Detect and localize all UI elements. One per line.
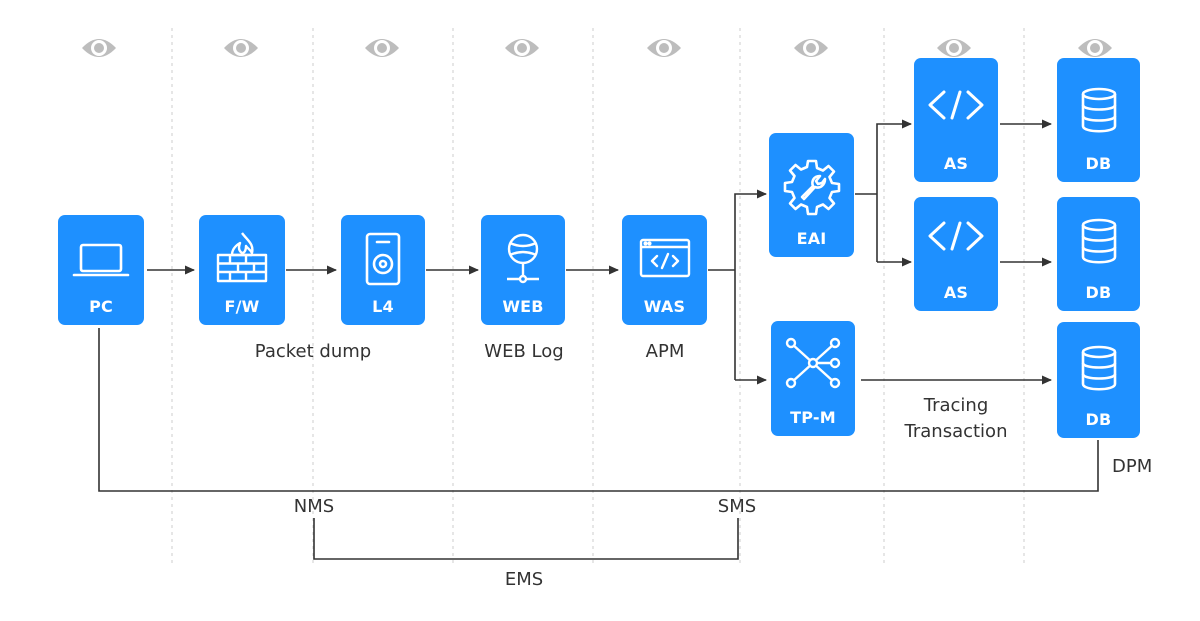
laptop-icon: [72, 243, 130, 277]
monitoring-brackets: [98, 328, 1099, 560]
speaker-icon: [365, 232, 401, 286]
eye-icon: [363, 34, 401, 62]
database-icon: [1081, 87, 1116, 133]
eye-icon: [935, 34, 973, 62]
dpm-label: DPM: [1112, 456, 1153, 477]
eye-icon: [792, 34, 830, 62]
web-log-label: WEB Log: [484, 341, 564, 362]
firewall-icon: [216, 232, 268, 283]
eai-label: EAI: [796, 229, 827, 248]
flow-arrows: [147, 119, 1052, 385]
ems-label: EMS: [504, 569, 544, 590]
firewall-node: F/W: [199, 215, 285, 325]
nms-label: NMS: [293, 496, 335, 517]
as-node-top: AS: [914, 58, 998, 182]
tpm-label: TP-M: [790, 408, 836, 427]
as-node-bottom: AS: [914, 197, 998, 311]
database-icon: [1081, 345, 1116, 391]
as-label-top: AS: [943, 154, 969, 173]
code-brackets-icon: [928, 221, 984, 251]
eye-icon: [222, 34, 260, 62]
db-label-2: DB: [1085, 283, 1112, 302]
sms-label: SMS: [717, 496, 757, 517]
tracing-label: Tracing: [923, 395, 989, 416]
apm-label: APM: [645, 341, 685, 362]
pc-label: PC: [89, 297, 113, 316]
tpm-node: TP-M: [771, 321, 855, 436]
as-label-bottom: AS: [943, 283, 969, 302]
was-label: WAS: [643, 297, 686, 316]
db-label-3: DB: [1085, 410, 1112, 429]
code-window-icon: [639, 238, 690, 278]
was-node: WAS: [622, 215, 707, 325]
db-node-2: DB: [1057, 197, 1140, 311]
web-node: WEB: [481, 215, 565, 325]
db-label-1: DB: [1085, 154, 1112, 173]
eye-icon: [1076, 34, 1114, 62]
web-label: WEB: [502, 297, 544, 316]
db-node-1: DB: [1057, 58, 1140, 182]
column-dividers: [171, 28, 1025, 565]
eye-icon: [645, 34, 683, 62]
firewall-label: F/W: [224, 297, 260, 316]
l4-node: L4: [341, 215, 425, 325]
eye-icon: [503, 34, 541, 62]
l4-label: L4: [372, 297, 394, 316]
gear-wrench-icon: [783, 159, 840, 216]
pc-node: PC: [58, 215, 144, 325]
globe-network-icon: [507, 233, 539, 284]
db-node-3: DB: [1057, 322, 1140, 438]
database-icon: [1081, 218, 1116, 264]
code-brackets-icon: [928, 90, 984, 120]
eai-node: EAI: [769, 133, 854, 257]
transaction-label: Transaction: [904, 421, 1008, 442]
network-hub-icon: [785, 337, 841, 389]
eye-icon: [80, 34, 118, 62]
packet-dump-label: Packet dump: [254, 341, 372, 362]
